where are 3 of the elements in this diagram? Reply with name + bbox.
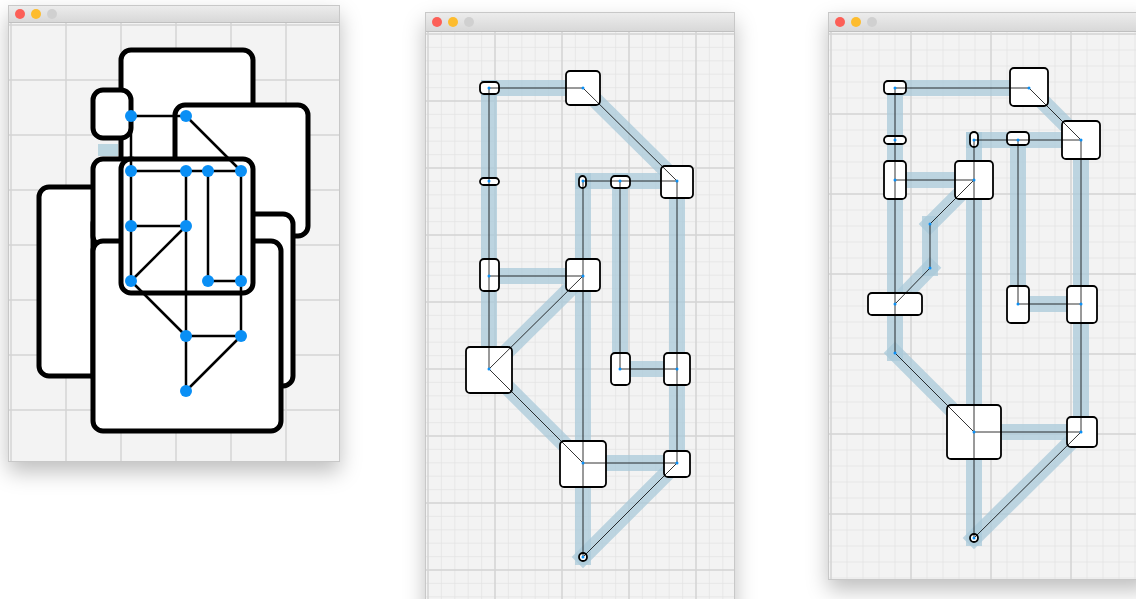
app-window [8, 5, 340, 462]
app-window [425, 12, 735, 599]
app-window [828, 12, 1136, 580]
